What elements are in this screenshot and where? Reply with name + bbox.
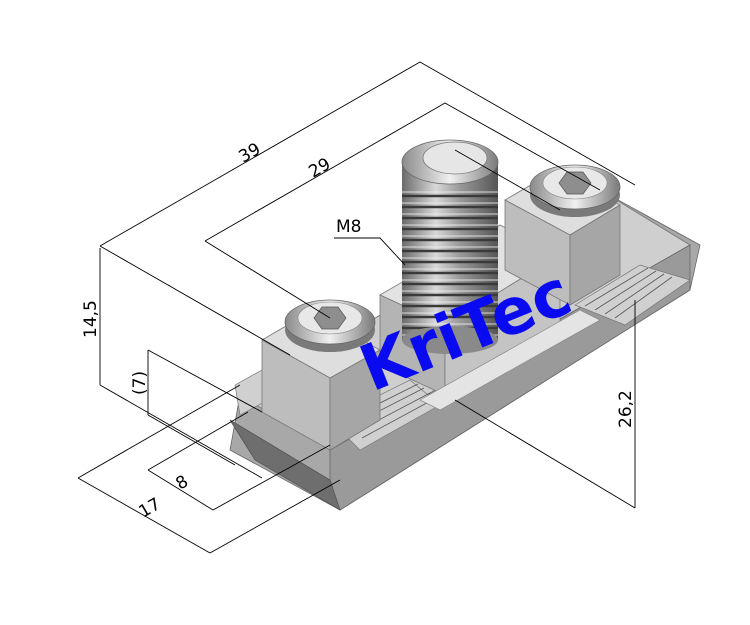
- dim-thread-size: M8: [336, 217, 361, 237]
- right-cap-screw: [529, 164, 621, 217]
- dim-screw-spacing: 29: [306, 154, 335, 182]
- dim-slot-width: 8: [173, 472, 192, 495]
- dim-step-height: (7): [130, 371, 150, 395]
- dim-overall-width: 17: [136, 494, 165, 522]
- dim-body-height: 14,5: [81, 300, 101, 338]
- dim-overall-length: 39: [236, 139, 265, 167]
- threaded-screw: [401, 139, 499, 354]
- serrations-right: [574, 264, 691, 326]
- left-cap-screw: [284, 299, 376, 352]
- dimension-lines: [77, 61, 636, 554]
- part-body: [229, 139, 701, 511]
- dim-total-height: 26,2: [616, 390, 636, 428]
